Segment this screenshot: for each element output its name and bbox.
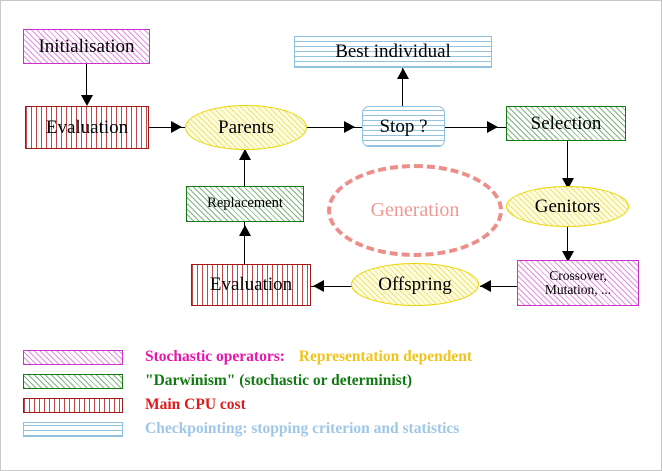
legend-label-primary: Checkpointing: stopping criterion and st… — [145, 420, 460, 437]
legend-row: Main CPU cost — [23, 393, 472, 417]
node-genitors[interactable]: Genitors — [506, 186, 629, 227]
edge-evaluation-to-parents-arrow — [171, 121, 182, 133]
node-offspring-label: Offspring — [378, 273, 452, 295]
node-evaluation-bottom[interactable]: Evaluation — [191, 264, 311, 306]
edge-initialisation-to-evaluation-arrow — [81, 95, 93, 106]
legend-label-secondary: Representation dependent — [298, 348, 473, 365]
node-generation: Generation — [327, 164, 503, 257]
node-initialisation-label: Initialisation — [38, 35, 135, 57]
edge-stop-to-best-individual-arrow — [397, 68, 409, 79]
edge-stop-to-best-individual — [402, 68, 404, 107]
node-replacement-label: Replacement — [207, 195, 283, 212]
legend-swatch-stochastic-operators — [23, 349, 123, 365]
node-evaluation-top-label: Evaluation — [45, 116, 129, 138]
legend-label-main-cpu-cost: Main CPU cost — [145, 396, 246, 414]
node-stop[interactable]: Stop ? — [362, 106, 445, 147]
node-evaluation-bottom-label: Evaluation — [209, 274, 293, 296]
legend-label-primary: Main CPU cost — [145, 396, 246, 413]
node-crossover-mutation-label: Crossover, Mutation, ... — [544, 267, 612, 297]
edge-selection-to-genitors-arrow — [562, 178, 574, 189]
node-replacement[interactable]: Replacement — [186, 186, 304, 222]
edge-replacement-to-parents-arrow — [239, 149, 251, 160]
node-best-individual-label: Best individual — [335, 41, 451, 63]
node-stop-label: Stop ? — [379, 115, 428, 137]
legend-swatch-checkpointing — [23, 421, 123, 437]
edge-initialisation-to-evaluation — [86, 64, 88, 98]
legend-label-primary: "Darwinism" (stochastic or determinist) — [145, 372, 413, 389]
legend-swatch-darwinism — [23, 373, 123, 389]
node-crossover-mutation[interactable]: Crossover, Mutation, ... — [517, 260, 639, 306]
edge-offspring-to-evaluation-arrow — [313, 280, 324, 292]
edge-parents-to-stop-arrow — [344, 121, 355, 133]
edge-parents-to-stop — [306, 127, 364, 129]
node-parents[interactable]: Parents — [185, 105, 307, 150]
node-selection-label: Selection — [530, 112, 602, 134]
edge-evaluation-to-replacement — [244, 222, 246, 265]
node-offspring[interactable]: Offspring — [351, 263, 479, 306]
node-selection[interactable]: Selection — [506, 106, 626, 141]
edge-crossover-to-offspring — [480, 286, 518, 288]
legend: Stochastic operators: Representation dep… — [23, 345, 472, 441]
legend-row: "Darwinism" (stochastic or determinist) — [23, 369, 472, 393]
edge-selection-to-genitors — [567, 141, 569, 187]
edge-stop-to-selection — [445, 127, 507, 129]
node-parents-label: Parents — [218, 116, 274, 138]
node-generation-label: Generation — [370, 199, 460, 221]
node-best-individual[interactable]: Best individual — [294, 36, 492, 68]
edge-crossover-to-offspring-arrow — [480, 280, 491, 292]
node-initialisation[interactable]: Initialisation — [23, 29, 150, 64]
edge-offspring-to-evaluation — [311, 286, 353, 288]
node-evaluation-top[interactable]: Evaluation — [25, 106, 149, 149]
legend-row: Checkpointing: stopping criterion and st… — [23, 417, 472, 441]
legend-label-primary: Stochastic operators: — [145, 348, 285, 365]
edge-replacement-to-parents — [244, 149, 246, 187]
legend-label-checkpointing: Checkpointing: stopping criterion and st… — [145, 420, 459, 438]
legend-row: Stochastic operators: Representation dep… — [23, 345, 472, 369]
edge-genitors-to-crossover — [567, 226, 569, 262]
node-genitors-label: Genitors — [534, 195, 601, 217]
legend-label-stochastic-operators: Stochastic operators: Representation dep… — [145, 348, 472, 366]
legend-label-darwinism: "Darwinism" (stochastic or determinist) — [145, 372, 412, 390]
legend-swatch-main-cpu-cost — [23, 397, 123, 413]
edge-evaluation-to-replacement-arrow — [239, 225, 251, 236]
edge-stop-to-selection-arrow — [487, 121, 498, 133]
edge-genitors-to-crossover-arrow — [562, 251, 574, 262]
